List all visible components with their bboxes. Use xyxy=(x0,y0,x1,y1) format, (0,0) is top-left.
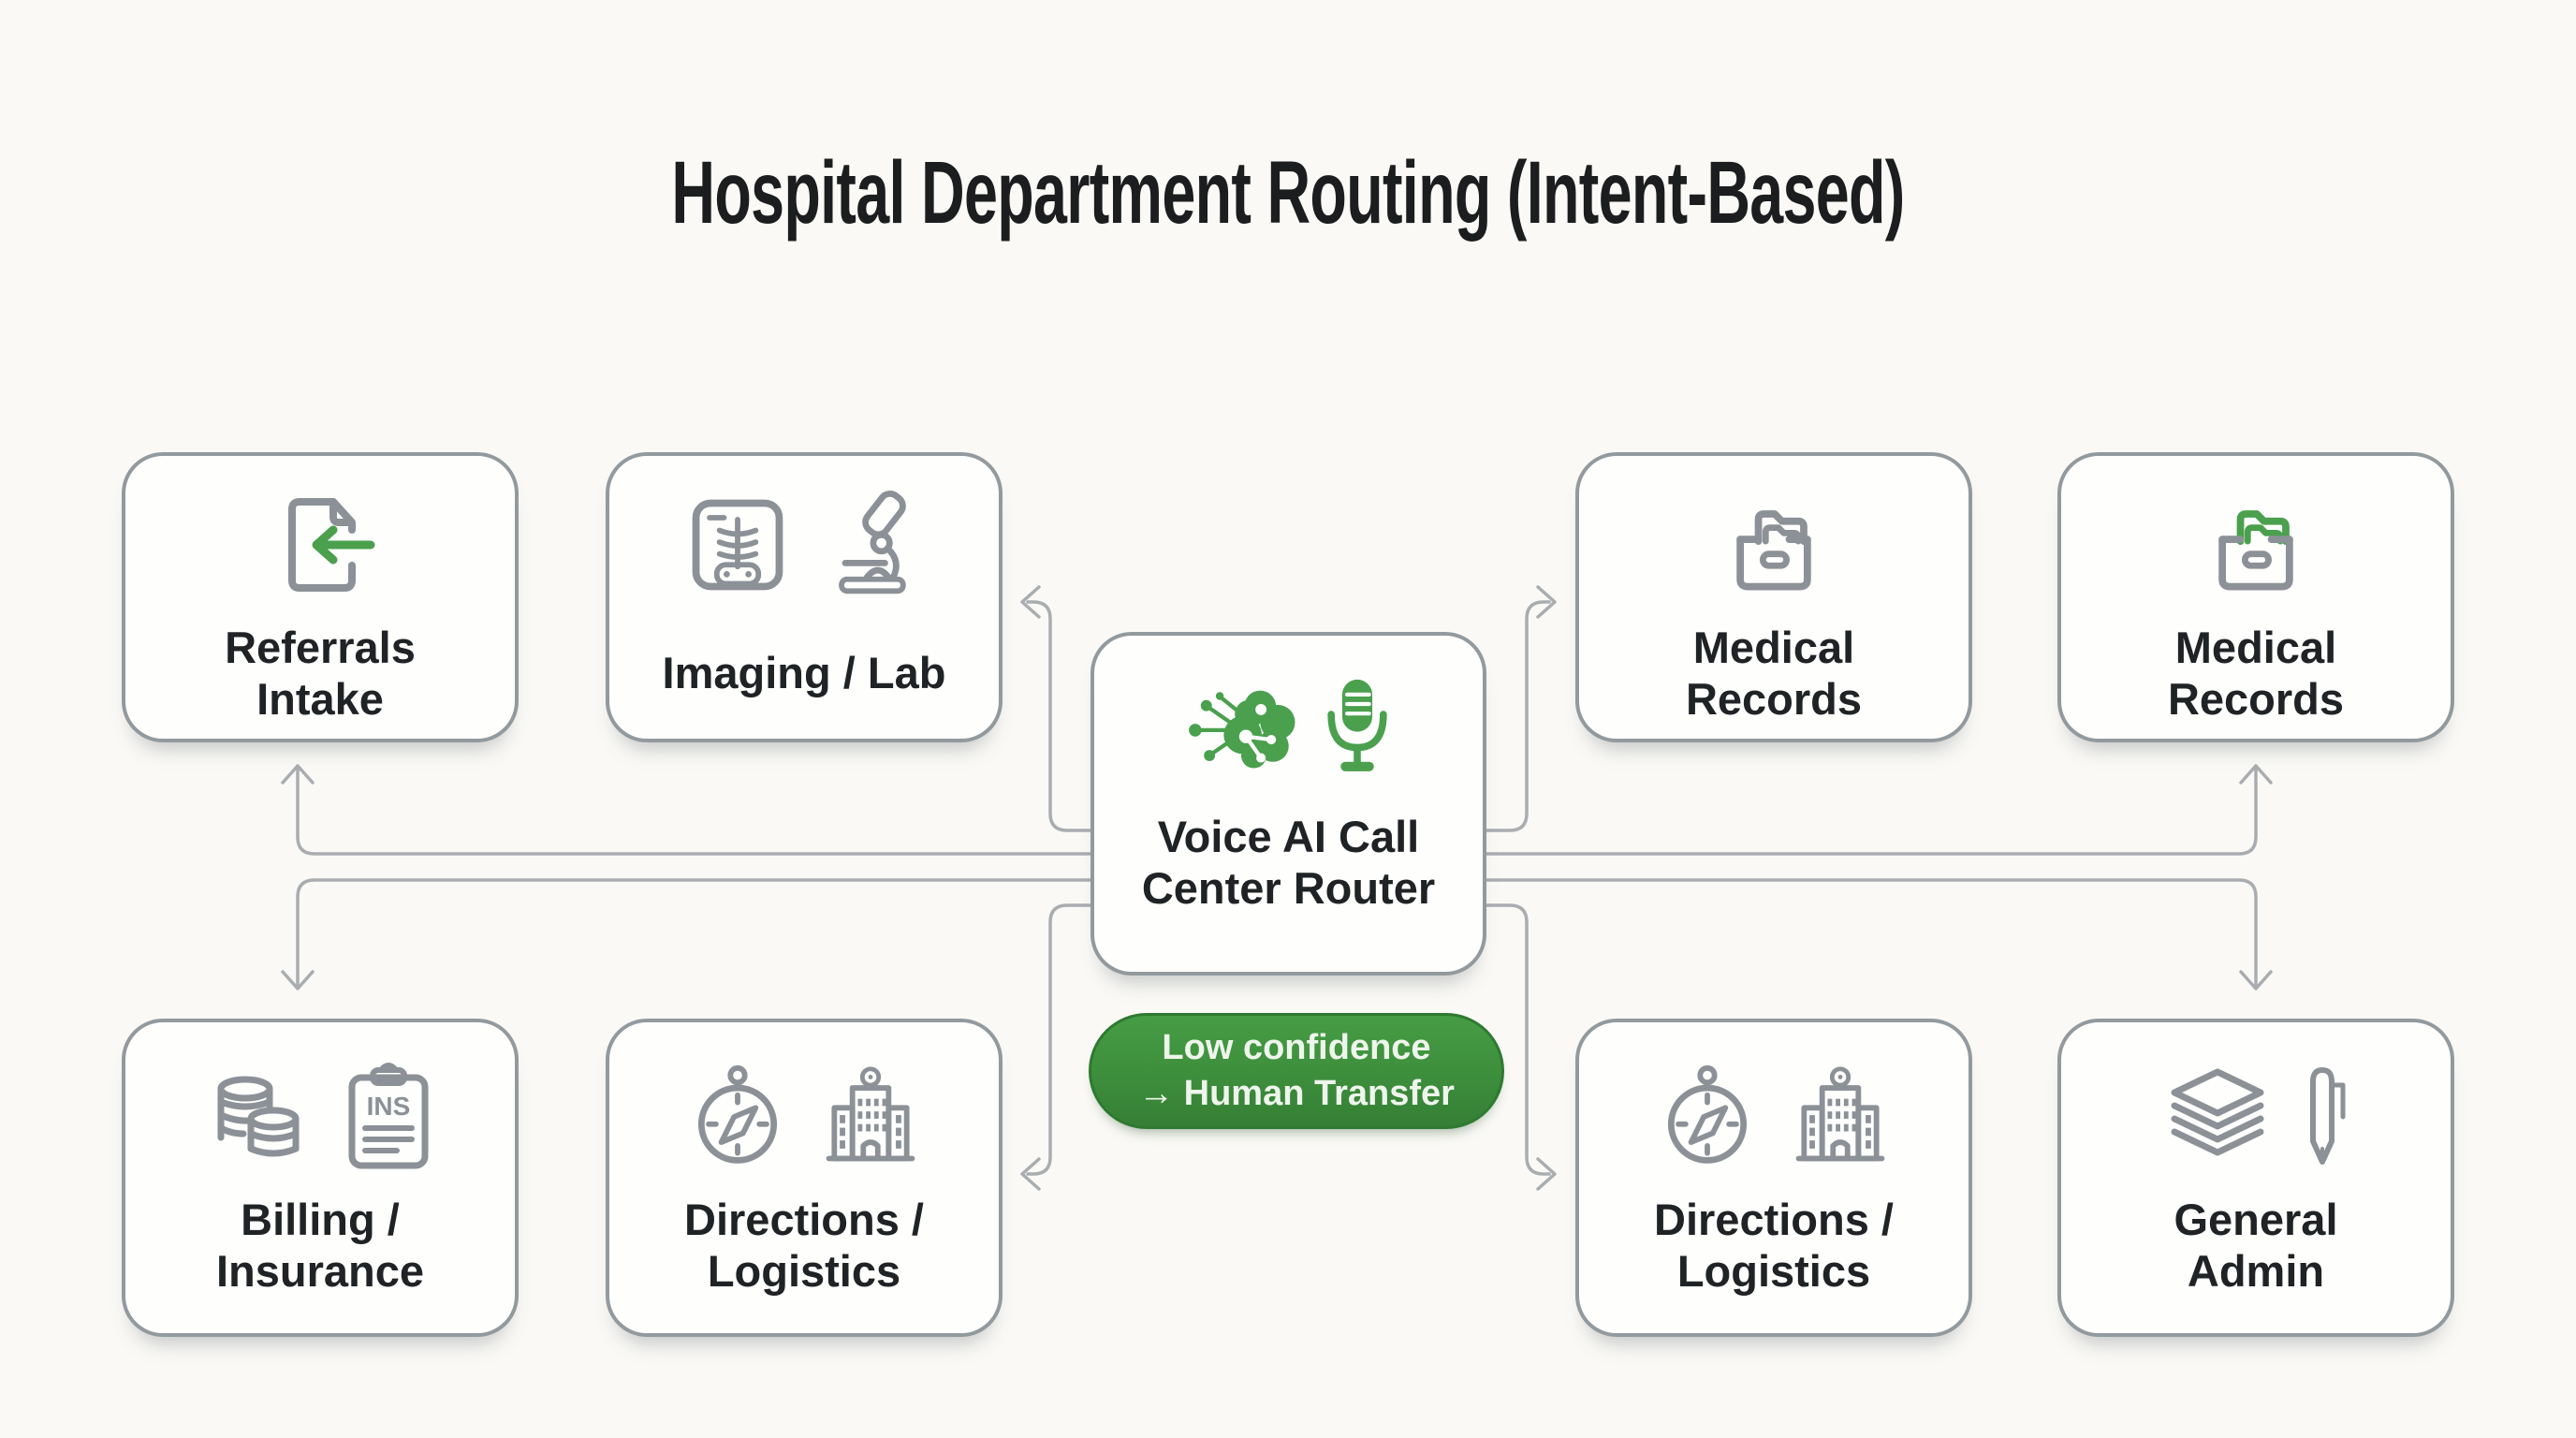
dept-label: General Admin xyxy=(2174,1194,2338,1296)
insurance-clipboard-icon: INS xyxy=(348,1063,429,1169)
dept-box-medical-records-top: Medical Records xyxy=(1575,452,1972,742)
arrow-to-imaging-lab xyxy=(1026,600,1092,832)
dept-label: Directions / Logistics xyxy=(684,1194,924,1296)
microscope-icon xyxy=(839,491,906,594)
arrow-to-medical-records-right xyxy=(1485,768,2258,856)
dept-label: Directions / Logistics xyxy=(1654,1194,1894,1296)
xray-icon xyxy=(692,499,783,591)
dept-label: Medical Records xyxy=(1685,622,1863,724)
dept-box-imaging-lab: Imaging / Lab xyxy=(606,452,1003,742)
arrow-to-general-admin xyxy=(1485,878,2258,987)
arrow-to-medical-records-top xyxy=(1485,600,1551,832)
archive-folders-icon xyxy=(1736,510,1811,591)
arrow-to-billing-insurance xyxy=(296,878,1092,987)
pen-icon xyxy=(2310,1067,2346,1165)
dept-box-directions-logistics-right: Directions / Logistics xyxy=(1575,1019,1972,1337)
coins-icon xyxy=(217,1076,300,1157)
dept-box-billing-insurance: INS Billing / Insurance xyxy=(122,1019,519,1337)
archive-folders-green-icon xyxy=(2218,510,2293,591)
dept-box-referrals-intake: Referrals Intake xyxy=(122,452,519,742)
dept-box-medical-records-right: Medical Records xyxy=(2057,452,2454,742)
hospital-building-icon xyxy=(826,1066,915,1162)
ins-text: INS xyxy=(367,1092,411,1121)
hospital-building-icon xyxy=(1795,1066,1885,1162)
dept-label: Medical Records xyxy=(2167,622,2345,724)
low-confidence-badge: Low confidence → Human Transfer xyxy=(1089,1013,1504,1129)
dept-label: Imaging / Lab xyxy=(662,648,946,698)
microphone-icon xyxy=(1327,679,1387,771)
dept-box-directions-logistics-left: Directions / Logistics xyxy=(606,1019,1003,1337)
arrow-to-directions-right xyxy=(1485,903,1551,1176)
layers-icon xyxy=(2171,1068,2264,1156)
voice-ai-router-node: Voice AI Call Center Router xyxy=(1090,632,1486,976)
arrow-to-directions-left xyxy=(1026,903,1092,1176)
router-label: Voice AI Call Center Router xyxy=(1141,811,1436,913)
arrow-to-referrals-intake xyxy=(296,768,1092,856)
page-title: Hospital Department Routing (Intent-Base… xyxy=(671,143,1905,242)
compass-icon xyxy=(697,1064,778,1164)
dept-label: Billing / Insurance xyxy=(215,1194,425,1296)
compass-icon xyxy=(1667,1064,1748,1164)
dept-label: Referrals Intake xyxy=(225,622,416,724)
ai-brain-network-icon xyxy=(1189,690,1295,769)
dept-box-general-admin: General Admin xyxy=(2057,1019,2454,1337)
document-intake-icon xyxy=(288,498,375,592)
